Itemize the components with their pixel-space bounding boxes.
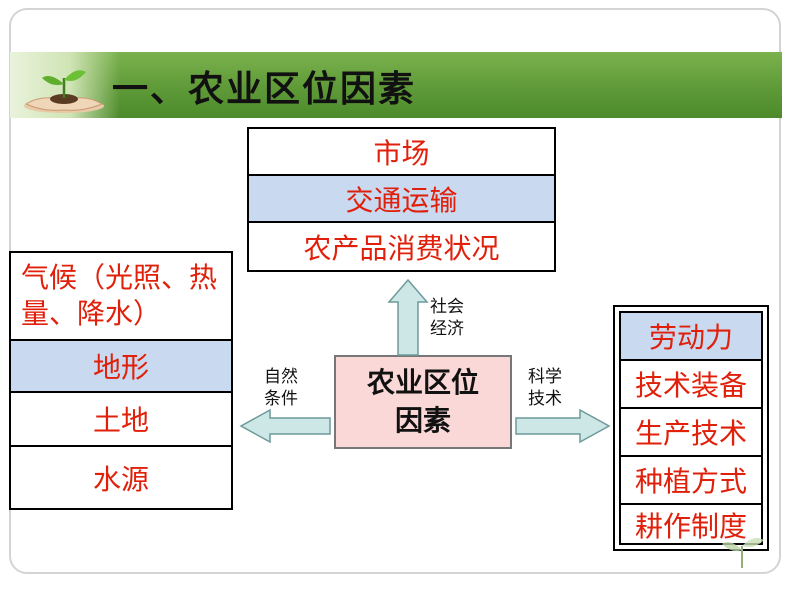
- factor-transport: 交通运输: [249, 176, 554, 223]
- center-label-line1: 农业区位: [366, 366, 479, 399]
- technology-factors-box: 劳动力 技术装备 生产技术 种植方式 耕作制度: [613, 305, 769, 551]
- label-technology: 科学 技术: [528, 367, 562, 409]
- title-banner: [10, 52, 782, 118]
- factor-farming-system: 耕作制度: [634, 510, 747, 543]
- page-title: 一、农业区位因素: [112, 69, 417, 110]
- factor-consumption: 农产品消费状况: [303, 231, 500, 265]
- factor-production-tech: 生产技术: [621, 409, 761, 457]
- natural-factors-box: 气候（光照、热量、降水） 地形 土地 水源: [9, 251, 233, 510]
- arrow-left: [239, 408, 331, 444]
- socioeconomic-factors-box: 市场 交通运输 农产品消费状况: [247, 127, 556, 272]
- factor-terrain: 地形: [11, 341, 231, 393]
- seedling-in-hands-icon: [24, 70, 104, 113]
- factor-climate: 气候（光照、热量、降水）: [11, 253, 231, 341]
- factor-market: 市场: [249, 129, 554, 176]
- factor-water: 水源: [92, 462, 149, 496]
- label-socioeconomic: 社会 经济: [430, 297, 464, 339]
- factor-labor: 劳动力: [621, 313, 761, 361]
- sprout-decoration-icon: [722, 538, 764, 568]
- arrow-right: [515, 408, 611, 444]
- center-node: 农业区位 因素: [334, 355, 512, 449]
- label-natural: 自然 条件: [264, 367, 298, 409]
- factor-planting-method: 种植方式: [621, 457, 761, 505]
- factor-equipment: 技术装备: [621, 361, 761, 409]
- factor-land: 土地: [11, 393, 231, 447]
- arrow-up: [387, 278, 429, 356]
- center-label-line2: 因素: [394, 404, 451, 437]
